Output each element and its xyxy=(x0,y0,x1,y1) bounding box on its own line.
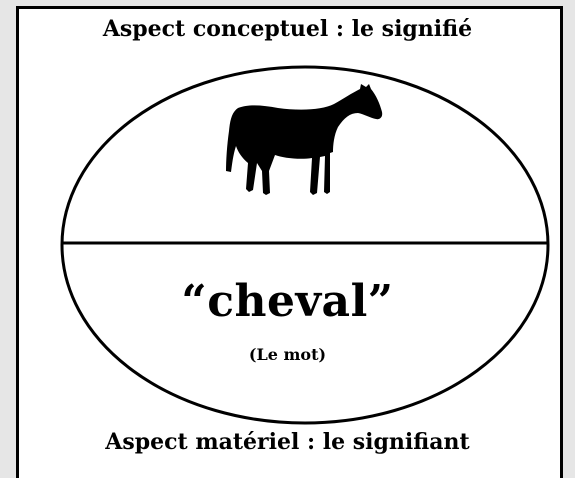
horse-silhouette-icon xyxy=(226,84,383,195)
sign-ellipse xyxy=(60,65,550,425)
signifier-caption: Aspect matériel : le signifiant xyxy=(105,429,470,455)
signifier-word: “cheval” xyxy=(181,276,394,327)
signifier-note: (Le mot) xyxy=(248,345,327,364)
signified-caption: Aspect conceptuel : le signifié xyxy=(102,16,473,42)
